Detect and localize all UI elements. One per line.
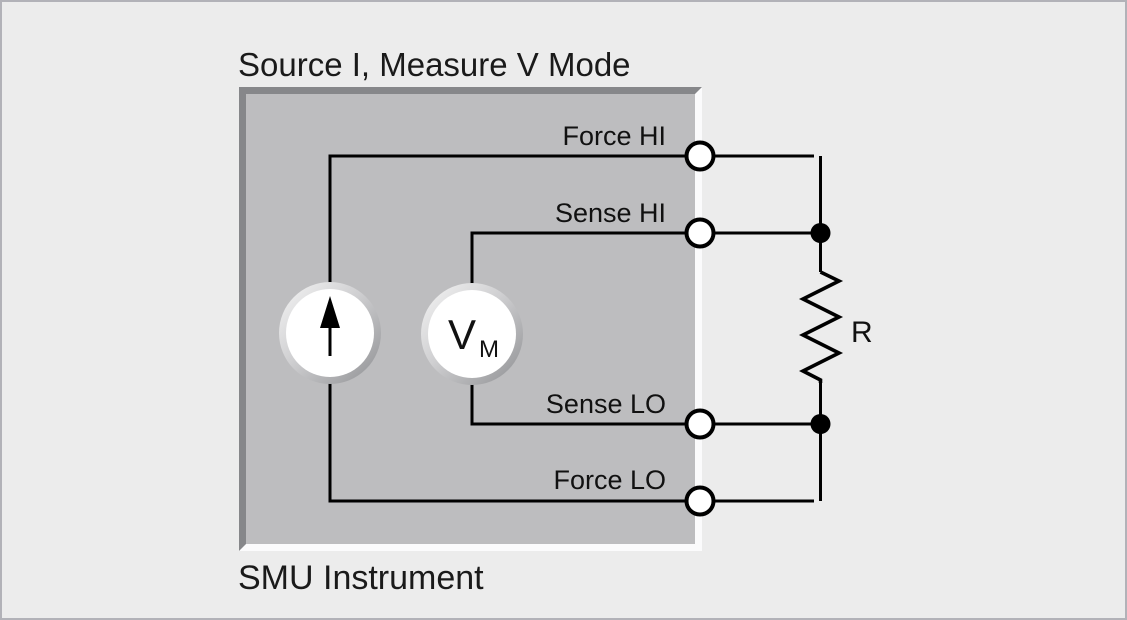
voltmeter-circle [428, 290, 516, 378]
panel-terminals [684, 140, 716, 517]
terminal-force-hi [684, 140, 716, 172]
terminal-force-lo [684, 485, 716, 517]
junction-dot-sense-hi [810, 223, 831, 243]
wires [328, 154, 822, 503]
resistor-zigzag [798, 270, 844, 383]
current-source-symbol [279, 282, 381, 384]
wire-force-hi [328, 154, 814, 285]
terminal-label-force-lo: Force LO [553, 465, 666, 495]
voltmeter-label: V [448, 311, 476, 358]
wire-sense-lo [470, 382, 822, 426]
voltmeter-label-subscript: M [479, 336, 499, 363]
junction-dot-sense-lo [810, 414, 831, 434]
smu-instrument-caption: SMU Instrument [238, 559, 484, 597]
terminal-label-sense-lo: Sense LO [545, 389, 666, 419]
diagram-title: Source I, Measure V Mode [238, 46, 631, 83]
resistor-label: R [851, 316, 873, 349]
voltmeter-symbol: V M [421, 283, 523, 385]
terminal-label-sense-hi: Sense HI [554, 198, 666, 228]
wire-force-lo [328, 381, 814, 503]
wire-sense-hi [470, 231, 822, 286]
terminal-sense-hi [684, 217, 716, 249]
terminal-label-force-hi: Force HI [562, 121, 666, 151]
up-arrow-icon [320, 296, 340, 356]
terminal-sense-lo [684, 408, 716, 440]
